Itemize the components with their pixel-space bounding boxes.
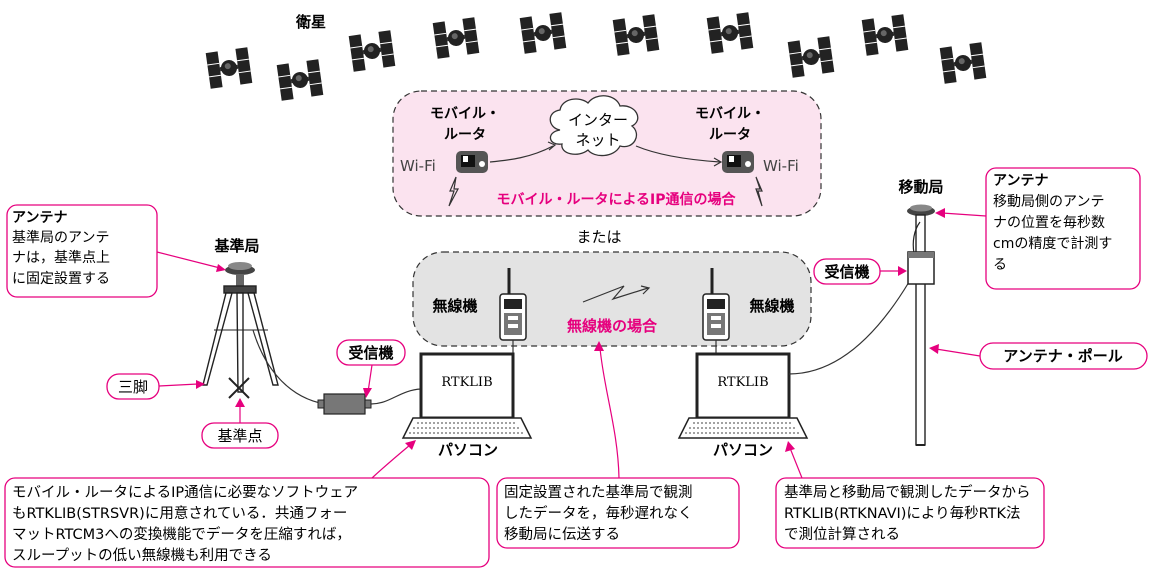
- pc-to-receiver-cable: [788, 281, 910, 375]
- internet-label-1: インター: [568, 111, 628, 129]
- rover-station: 移動局: [898, 178, 944, 446]
- antenna-icon: [907, 204, 935, 216]
- satellite-icon: [612, 13, 660, 57]
- router-right-label-2: ルータ: [709, 127, 751, 143]
- callout-line: 基準局のアンテ: [12, 229, 109, 246]
- antenna-cable-left: [252, 329, 326, 405]
- router-left-label-1: モバイル・: [430, 106, 500, 122]
- callout-receiver-right: 受信機: [813, 258, 907, 285]
- arrow-icon: [713, 157, 723, 167]
- note-line: 移動局に伝送する: [504, 526, 620, 543]
- pc-screen-label: RTKLIB: [441, 375, 492, 390]
- lightning-icon: [448, 176, 459, 207]
- callout-line: る: [993, 257, 1007, 273]
- mobile-router-icon: [722, 151, 754, 173]
- pc-left: RTKLIB パソコン: [401, 340, 533, 459]
- note-line: マットRTCM3への変換機能でデータを圧縮すれば，: [12, 525, 351, 543]
- callout-label: 基準点: [217, 427, 262, 445]
- router-right-label-1: モバイル・: [695, 106, 765, 122]
- internet-label-2: ネット: [575, 131, 620, 149]
- radio-left-label: 無線機: [432, 297, 477, 315]
- note-line: モバイル・ルータによるIP通信に必要なソフトウェア: [12, 484, 358, 501]
- ip-communication-box: モバイル・ ルータ モバイル・ ルータ インター ネット Wi-Fi Wi-Fi…: [392, 90, 822, 217]
- satellite-icon: [276, 58, 324, 102]
- callout-title: アンテナ: [993, 173, 1048, 189]
- callout-line: ナの位置を毎秒数: [993, 215, 1105, 231]
- base-station: 基準局: [202, 237, 422, 415]
- base-station-label: 基準局: [213, 237, 259, 255]
- note-line: で測位計算される: [784, 526, 900, 543]
- or-label: または: [576, 228, 621, 246]
- satellite-icon: [706, 11, 754, 55]
- lightning-icon: [755, 176, 763, 207]
- satellite-icon: [939, 41, 987, 85]
- callout-receiver-left: 受信機: [336, 339, 406, 398]
- callout-label: 三脚: [118, 378, 148, 396]
- callout-line: に固定設置する: [12, 271, 110, 287]
- note-line: したデータを，毎秒遅れなく: [504, 504, 693, 522]
- satellite-icon: [432, 16, 480, 60]
- note-line: RTKLIB(RTKNAVI)により毎秒RTK法: [784, 505, 1021, 522]
- pc-right: RTKLIB パソコン: [677, 281, 910, 459]
- callout-line: cmの精度で計測す: [993, 236, 1112, 252]
- callout-line: ナは，基準点上: [12, 249, 110, 266]
- callout-label: 受信機: [348, 344, 393, 362]
- callout-antenna-pole: アンテナ・ポール: [929, 342, 1148, 370]
- router-left-to-cloud-line: [489, 145, 554, 163]
- callout-label: アンテナ・ポール: [1003, 347, 1122, 365]
- base-point-mark-icon: [228, 377, 250, 399]
- callout-antenna-left: アンテナ 基準局のアンテ ナは，基準点上 に固定設置する: [6, 204, 226, 298]
- callout-title: アンテナ: [12, 210, 67, 226]
- arrow-icon: [640, 285, 651, 295]
- laptop-icon: [677, 352, 809, 440]
- radio-right-label: 無線機: [749, 297, 794, 315]
- wifi-left-label: Wi-Fi: [400, 157, 436, 175]
- satellite-icon: [205, 46, 253, 90]
- satellite-icon: [861, 13, 909, 57]
- note-line: もRTKLIB(STRSVR)に用意されている．共通フォー: [12, 504, 347, 522]
- note-line: 基準局と移動局で観測したデータから: [784, 483, 1031, 501]
- callout-label: 受信機: [824, 263, 869, 281]
- antenna-icon: [225, 262, 255, 286]
- note-line: 固定設置された基準局で観測: [504, 484, 693, 501]
- radio-case-label: 無線機の場合: [567, 317, 658, 335]
- router-left-label-2: ルータ: [444, 127, 486, 143]
- cloud-to-router-right-line: [635, 145, 721, 163]
- callout-tripod: 三脚: [106, 373, 205, 400]
- note-data-transfer: 固定設置された基準局で観測 したデータを，毎秒遅れなく 移動局に伝送する: [496, 341, 740, 549]
- receiver-to-pc-cable: [370, 388, 422, 405]
- satellite-icon: [348, 29, 396, 73]
- pc-label: パソコン: [713, 441, 773, 459]
- receiver-icon: [317, 393, 372, 415]
- tripod-icon: [202, 285, 279, 393]
- note-ip-software: モバイル・ルータによるIP通信に必要なソフトウェア もRTKLIB(STRSVR…: [4, 440, 490, 568]
- antenna-cable-right: [912, 221, 921, 254]
- ip-case-label: モバイル・ルータによるIP通信の場合: [496, 191, 736, 208]
- satellite-icon: [519, 11, 567, 55]
- radio-box: 無線機 無線機 無線機の場合: [412, 251, 812, 347]
- pc-label: パソコン: [438, 441, 498, 459]
- rover-station-label: 移動局: [898, 178, 943, 196]
- satellites-label: 衛星: [295, 13, 326, 31]
- cloud-icon: [549, 95, 639, 157]
- wifi-right-label: Wi-Fi: [763, 157, 799, 175]
- arrow-icon: [547, 141, 557, 151]
- receiver-icon: [907, 251, 935, 285]
- satellite-icon: [787, 35, 835, 79]
- wireless-link-line: [582, 285, 649, 303]
- note-rtk-calculation: 基準局と移動局で観測したデータから RTKLIB(RTKNAVI)により毎秒RT…: [775, 441, 1045, 549]
- pole-icon: [915, 214, 926, 446]
- callout-base-point: 基準点: [201, 398, 279, 449]
- laptop-icon: [401, 352, 533, 440]
- mobile-router-icon: [456, 151, 488, 173]
- callout-line: 移動局側のアンテ: [993, 194, 1104, 210]
- callout-antenna-right: アンテナ 移動局側のアンテ ナの位置を毎秒数 cmの精度で計測す る: [935, 167, 1141, 290]
- satellites: 衛星: [205, 11, 987, 102]
- note-line: スループットの低い無線機も利用できる: [12, 547, 272, 564]
- pc-screen-label: RTKLIB: [717, 375, 768, 390]
